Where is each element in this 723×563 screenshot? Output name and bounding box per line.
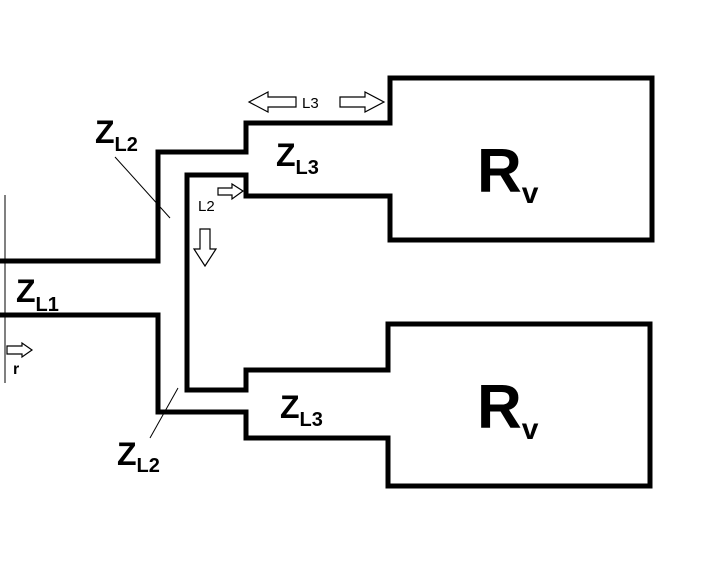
zl3-top-label: ZL3 [276, 137, 319, 179]
zl2-top-sub: L2 [115, 134, 138, 156]
zl3-bottom-main: Z [280, 389, 300, 425]
zl2-bottom-leader [149, 387, 179, 439]
l3-right-arrow [339, 91, 386, 113]
l2-label: L2 [198, 198, 215, 215]
rv-top-label: Rv [477, 137, 539, 210]
zl3-top-sub: L3 [296, 157, 319, 179]
l3-left-arrow [247, 91, 297, 113]
zl1-sub: L1 [36, 294, 59, 316]
zl2-top-leader [114, 156, 171, 219]
zl1-main: Z [16, 273, 36, 309]
l3-label: L3 [302, 95, 319, 112]
r-arrow [6, 341, 34, 359]
zl2-bottom-main: Z [117, 436, 137, 472]
zl2-top-label: ZL2 [95, 114, 138, 156]
zl2-bottom-label: ZL2 [117, 436, 160, 477]
zl2-bottom-sub: L2 [137, 455, 160, 477]
rv-bottom-label: Rv [477, 373, 539, 446]
zl1-label: ZL1 [16, 273, 59, 316]
l2-arrow [217, 182, 245, 201]
rv-top-main: R [477, 137, 522, 206]
zl1-upper-conductor [0, 75, 655, 264]
zl1-lower-conductor [0, 312, 653, 489]
down-arrow [192, 228, 218, 268]
r-label: r [13, 361, 19, 378]
rv-top-sub: v [522, 177, 539, 210]
zl2-top-main: Z [95, 114, 115, 150]
zl3-bottom-label: ZL3 [280, 389, 323, 431]
zl2-inner-conductor [184, 172, 249, 393]
zl3-top-main: Z [276, 137, 296, 173]
rv-bottom-sub: v [522, 413, 539, 446]
zl3-bottom-sub: L3 [300, 409, 323, 431]
rv-bottom-main: R [477, 373, 522, 442]
